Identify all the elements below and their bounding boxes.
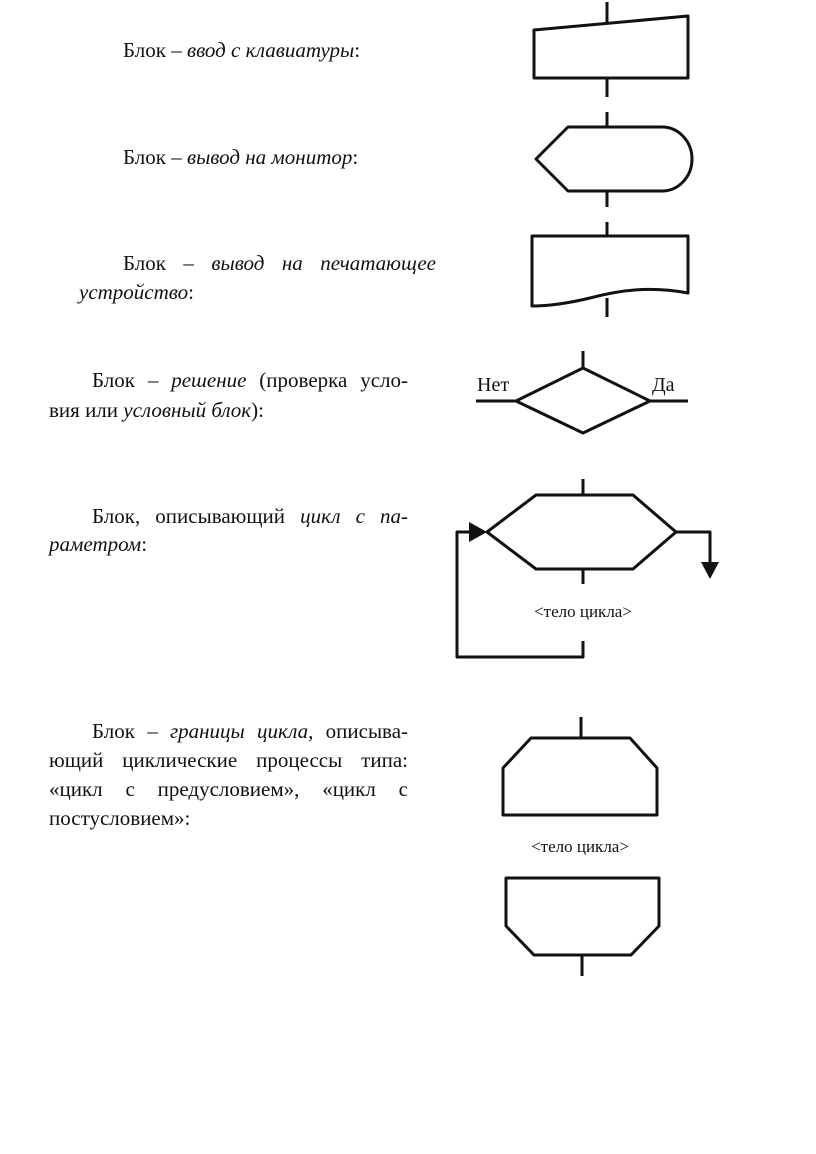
decision-shape: Нет Да (476, 351, 688, 435)
desc-part: ющий циклические процессы типа: (49, 748, 408, 772)
document-block (530, 234, 690, 308)
desc-part-italic: цикл с па- (300, 504, 409, 528)
loop-start-block (501, 736, 659, 817)
loop-parameter-shape: <тело цикла> (455, 479, 719, 659)
loop-body-label: <тело цикла> (531, 837, 629, 856)
desc-part: : (352, 145, 359, 169)
loop-boundary-shape: <тело цикла> (501, 717, 661, 976)
block-decision-description-cont: вия или условный блок): (49, 396, 408, 425)
desc-line: ющий циклические процессы типа: (49, 746, 408, 775)
block-monitor-output-description: Блок – вывод на монитор: (123, 143, 423, 172)
desc-part: постусловием»: (49, 806, 191, 830)
loop-hexagon (485, 493, 678, 571)
desc-line: постусловием»: (49, 804, 408, 833)
desc-part-italic: устройство (79, 280, 189, 304)
manual-input-block (532, 14, 690, 80)
block-keyboard-input-description: Блок – ввод с клавиатуры: (123, 36, 423, 65)
printer-output-shape (530, 222, 690, 317)
block-loop-boundary-description: Блок – границы цикла, описыва- (92, 717, 408, 746)
desc-part: «цикл с предусловием», «цикл с (49, 777, 408, 801)
exit-arrow-icon (701, 562, 719, 579)
desc-part: Блок – (92, 368, 172, 392)
label-yes: Да (652, 374, 675, 396)
exit-line (676, 530, 712, 564)
desc-line: Блок – границы цикла, описыва- (92, 717, 408, 746)
monitor-output-shape (534, 112, 694, 207)
decision-diamond (514, 366, 652, 435)
desc-part: : (141, 532, 148, 556)
desc-part-italic: вывод на монитор (186, 145, 353, 169)
desc-line: вия или условный блок): (49, 396, 408, 425)
desc-part: , описыва- (308, 719, 409, 743)
block-printer-output-description: Блок – вывод на печатающее (123, 249, 436, 278)
desc-part-italic: вывод на печатающее (211, 251, 436, 275)
block-decision-description: Блок – решение (проверка усло- (92, 366, 408, 395)
desc-part: (проверка усло- (246, 368, 409, 392)
label-no: Нет (477, 374, 509, 396)
desc-part: Блок – (123, 38, 187, 62)
loop-end-block (504, 876, 661, 957)
desc-line: раметром: (49, 530, 408, 559)
block-printer-output-description-cont: устройство: (79, 278, 436, 307)
desc-part-italic: ввод с клавиатуры (186, 38, 355, 62)
block-loop-parameter-description: Блок, описывающий цикл с па- (92, 502, 408, 531)
block-loop-parameter-description-cont: раметром: (49, 530, 408, 559)
loop-body-label: <тело цикла> (534, 602, 632, 621)
desc-line: Блок – вывод на печатающее (123, 249, 436, 278)
desc-part-italic: решение (171, 368, 247, 392)
desc-part-italic: раметром (49, 532, 142, 556)
desc-part-italic: границы цикла (169, 719, 309, 743)
desc-part: Блок, описывающий (92, 504, 301, 528)
desc-part: : (188, 280, 194, 304)
desc-part: : (354, 38, 361, 62)
desc-part: Блок – (123, 145, 187, 169)
desc-line: Блок – решение (проверка усло- (92, 366, 408, 395)
desc-line: устройство: (79, 278, 436, 307)
return-loop-line (455, 530, 585, 659)
desc-line: «цикл с предусловием», «цикл с (49, 775, 408, 804)
block-loop-boundary-description-cont: ющий циклические процессы типа: «цикл с … (49, 746, 408, 833)
desc-part: Блок – (92, 719, 170, 743)
desc-part: вия или (49, 398, 124, 422)
display-block (534, 125, 694, 193)
desc-part-italic: условный блок (123, 398, 252, 422)
desc-line: Блок, описывающий цикл с па- (92, 502, 408, 531)
desc-part: ): (251, 398, 264, 422)
entry-arrow-icon (469, 522, 487, 542)
desc-part: Блок – (123, 251, 212, 275)
keyboard-input-shape (532, 2, 690, 97)
